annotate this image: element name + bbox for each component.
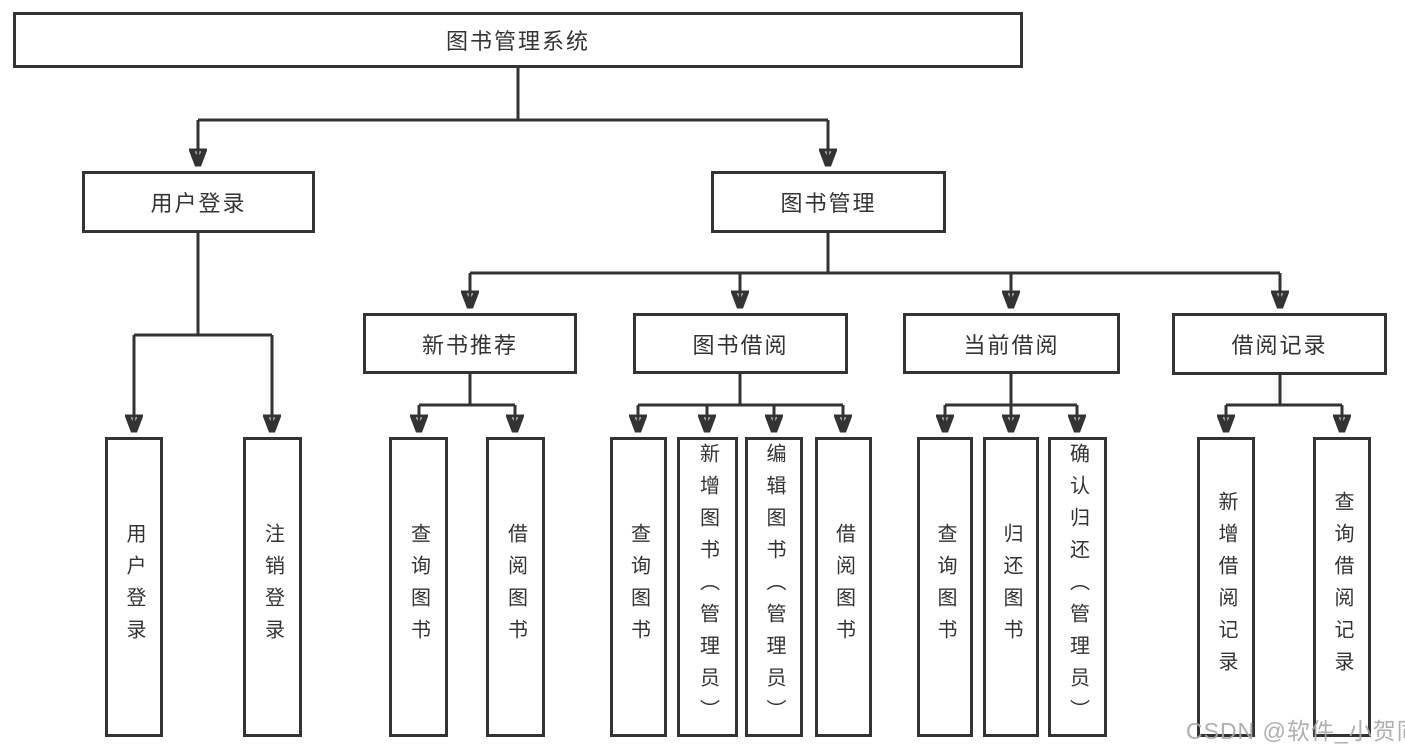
node-current-borrowing: 当前借阅: [903, 313, 1120, 374]
leaf-user-login: 用户登录: [105, 437, 163, 737]
node-book-management: 图书管理: [711, 171, 946, 233]
node-user-login: 用户登录: [82, 171, 315, 233]
leaf-current-query-books: 查询图书: [917, 437, 973, 737]
node-new-book-recommendation: 新书推荐: [363, 313, 577, 374]
connector-borrow-records-children: [1226, 375, 1342, 430]
connector-book-borrow-children: [638, 374, 843, 430]
csdn-watermark: CSDN @软件_小贺同学: [1186, 718, 1405, 744]
leaf-borrowing-query-books: 查询图书: [610, 437, 667, 737]
connector-new-book-rec-children: [419, 374, 515, 430]
leaf-add-borrow-record: 新增借阅记录: [1197, 437, 1255, 737]
leaf-query-borrow-record: 查询借阅记录: [1313, 437, 1371, 737]
node-library-management-system: 图书管理系统: [13, 12, 1023, 68]
leaf-recommend-borrow-books: 借阅图书: [486, 437, 545, 737]
leaf-edit-books-admin: 编辑图书（管理员）: [745, 437, 803, 737]
leaf-confirm-return-admin: 确认归还（管理员）: [1048, 437, 1107, 737]
leaf-recommend-query-books: 查询图书: [389, 437, 448, 737]
node-book-borrowing: 图书借阅: [633, 313, 848, 374]
leaf-borrowing-borrow-books: 借阅图书: [815, 437, 872, 737]
connector-user-login-children: [134, 233, 272, 430]
connector-current-borrow-children: [945, 374, 1077, 430]
connector-book-mgmt-children: [470, 233, 1280, 306]
leaf-add-books-admin: 新增图书（管理员）: [677, 437, 738, 737]
leaf-return-books: 归还图书: [983, 437, 1039, 737]
node-borrowing-records: 借阅记录: [1172, 313, 1387, 375]
connector-root-to-level2: [198, 68, 828, 164]
leaf-logout-login: 注销登录: [243, 437, 302, 737]
